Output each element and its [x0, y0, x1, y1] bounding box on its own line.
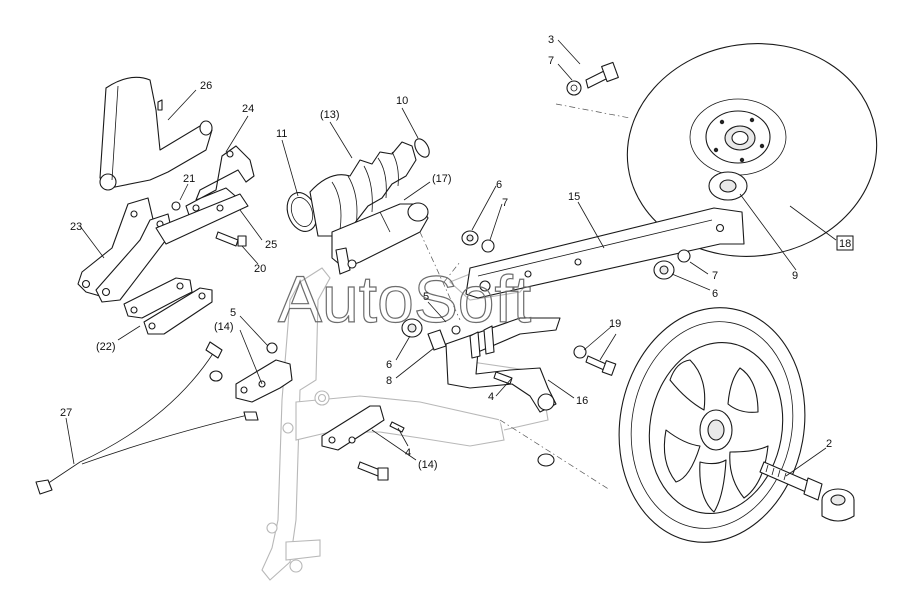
- wheel: [618, 307, 806, 543]
- callout-14-top: (14): [214, 321, 234, 333]
- disc-assembly: [626, 43, 878, 257]
- callout-15: 15: [568, 191, 580, 203]
- callout-16: 16: [576, 395, 588, 407]
- cylinder-17: [331, 202, 429, 275]
- callout-17: (17): [432, 173, 452, 185]
- callout-24: 24: [242, 103, 254, 115]
- cover-26: [99, 76, 213, 191]
- callout-6-left: 6: [496, 179, 502, 191]
- callout-26: 26: [200, 80, 212, 92]
- plates-22: [123, 277, 213, 335]
- plate-25: [155, 193, 249, 245]
- bellows-assembly: [286, 138, 430, 237]
- bracket-16: [445, 317, 561, 413]
- bracket-24: [159, 145, 255, 241]
- plates-14: [235, 359, 555, 481]
- bolt-19: [573, 345, 617, 376]
- callout-5-mid: 5: [423, 291, 429, 303]
- cable-27: [35, 341, 259, 495]
- plate-23: [77, 197, 173, 303]
- callout-8: 8: [386, 375, 392, 387]
- callout-13: (13): [320, 109, 340, 121]
- bolt-3: [566, 61, 619, 96]
- center-lines: [419, 103, 631, 491]
- watermark: AutoSoft: [278, 262, 531, 336]
- callout-9: 9: [792, 270, 798, 282]
- callout-22: (22): [96, 341, 116, 353]
- callout-labels: 26 24 21 23 25 20 (22) 11 (13) 10 (17) 3…: [60, 34, 854, 471]
- nuts-washers: [209, 230, 691, 382]
- callout-21: 21: [183, 173, 195, 185]
- callout-11: 11: [276, 128, 287, 140]
- callout-18-box: [836, 235, 854, 251]
- callout-20: 20: [254, 263, 266, 275]
- callout-3: 3: [548, 34, 554, 46]
- callout-14-bottom: (14): [418, 459, 438, 471]
- callout-7-top: 7: [548, 55, 554, 67]
- callout-23: 23: [70, 221, 82, 233]
- callout-2: 2: [826, 438, 832, 450]
- callout-19: 19: [609, 318, 621, 330]
- callout-4-bottom: 4: [405, 447, 411, 459]
- disc-arm: [465, 207, 745, 299]
- callout-4-mid: 4: [488, 391, 494, 403]
- bolts-20-21: [171, 201, 247, 247]
- callout-6-mid: 6: [386, 359, 392, 371]
- callout-27: 27: [60, 407, 72, 419]
- leader-lines: [65, 39, 837, 477]
- axle-bolt: [759, 461, 855, 522]
- callout-7-right: 7: [712, 270, 718, 282]
- callout-10: 10: [396, 95, 408, 107]
- callout-25: 25: [265, 239, 277, 251]
- callout-5-left: 5: [230, 307, 236, 319]
- callout-18: 18: [839, 238, 851, 250]
- callout-6-right: 6: [712, 288, 718, 300]
- callout-7-left: 7: [502, 197, 508, 209]
